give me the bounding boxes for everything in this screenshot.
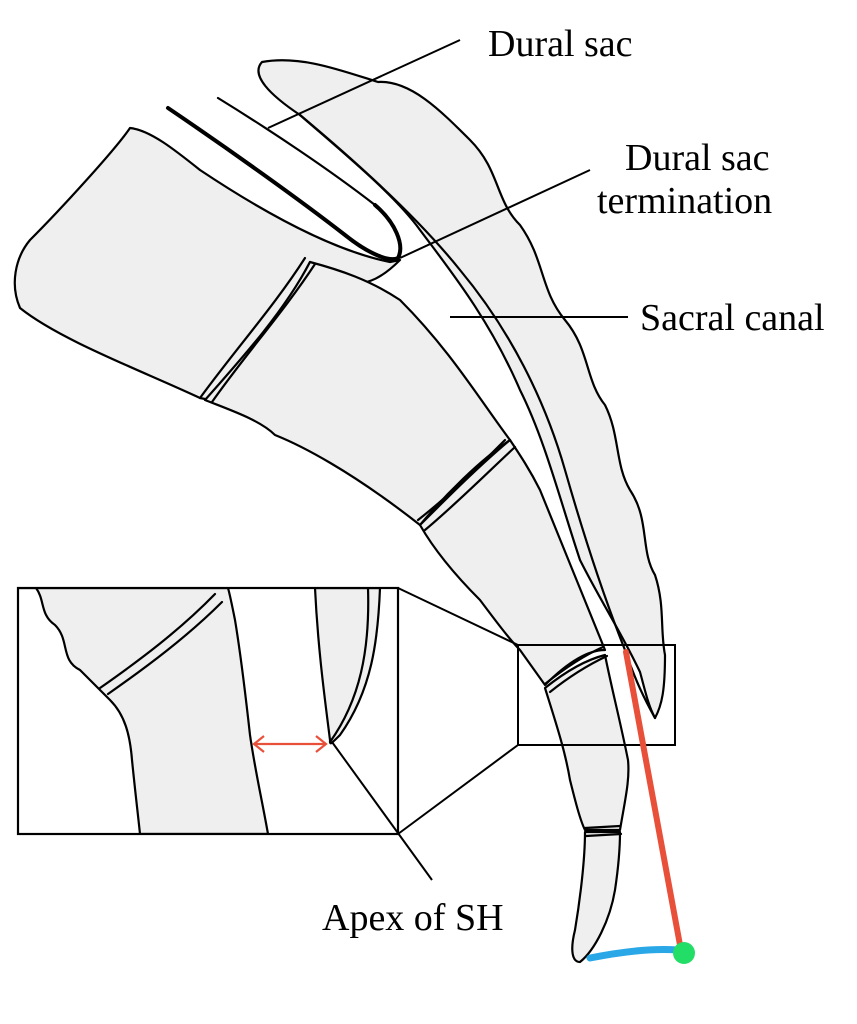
label-sacral-canal: Sacral canal: [640, 297, 825, 339]
inset-vertebral-body: [18, 588, 270, 834]
label-dural-sac-termination-line2: termination: [597, 180, 772, 222]
sacral-body-s4-s5: [543, 653, 630, 832]
label-dural-sac: Dural sac: [488, 23, 633, 65]
red-marker-line: [623, 649, 683, 948]
sacral-body-s2: [203, 260, 512, 527]
green-marker-dot: [673, 942, 695, 964]
double-headed-arrow-icon: [252, 735, 328, 753]
leader-dural-sac-termination: [399, 169, 591, 259]
dural-sac-termination: [166, 106, 403, 261]
posterior-sacral-crest: [257, 59, 667, 720]
zoom-connector-bottom: [397, 744, 519, 835]
coccyx: [571, 830, 622, 964]
magnified-inset: [16, 586, 400, 836]
label-apex-of-sh: Apex of SH: [322, 897, 504, 939]
zoom-source-box: [517, 644, 676, 746]
label-dural-sac-termination-line1: Dural sac: [625, 137, 770, 179]
blue-marker-line: [586, 945, 682, 962]
zoom-connector-top: [397, 587, 519, 646]
leader-dural-sac: [267, 39, 461, 129]
leader-apex-of-sh: [331, 741, 433, 881]
sacral-body-s3: [418, 438, 607, 687]
intervertebral-discs: [198, 256, 623, 838]
